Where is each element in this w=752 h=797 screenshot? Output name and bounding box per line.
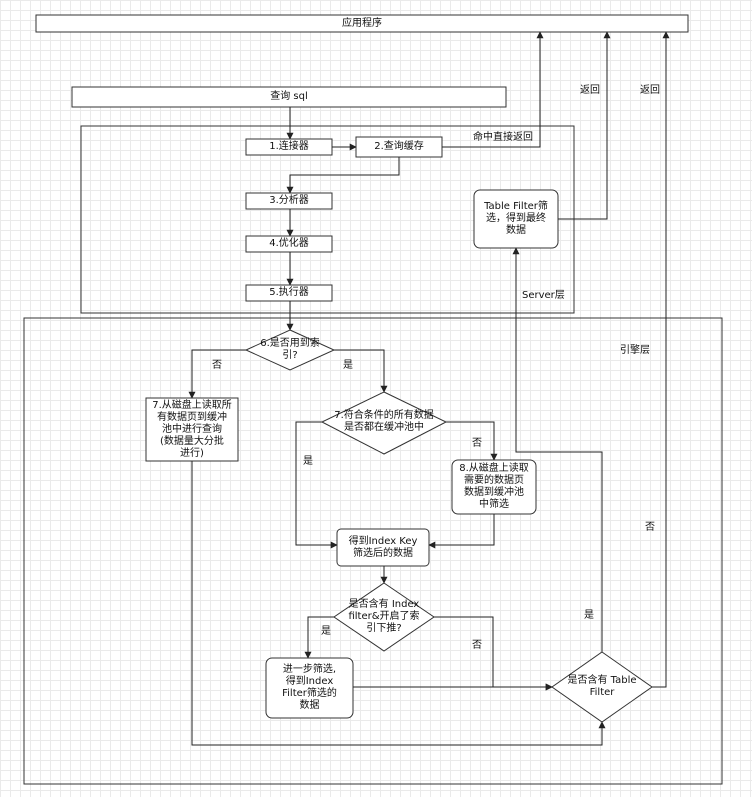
return-label-1: 返回: [580, 85, 600, 96]
edge-index-yes: [334, 349, 388, 393]
read-all-pages-label: 7.从磁盘上读取所 有数据页到缓冲 池中进行查询 (数据量大分批 进行): [152, 399, 232, 459]
index-key-filtered-label: 得到Index Key 筛选后的数据: [348, 535, 418, 559]
analyzer-label: 3.分析器: [269, 195, 309, 206]
server-layer-label: Server层: [522, 290, 565, 301]
further-filter-label: 进一步筛选, 得到Index Filter筛选的 数据: [282, 664, 337, 711]
app-title: 应用程序: [342, 17, 382, 29]
optimizer-label: 4.优化器: [269, 238, 309, 249]
edge-index-no: [188, 349, 246, 399]
edge-label-no-tablefilter: 否: [645, 522, 655, 533]
all-in-buffer-label: 7.符合条件的所有数据 是否都在缓冲池中: [334, 410, 434, 433]
edge-label-yes-pushdown: 是: [321, 626, 331, 637]
edge-buffer-yes: [295, 421, 338, 549]
table-filter-result-label: Table Filter筛 选，得到最终 数据: [484, 201, 548, 236]
edge-readall-to-tablefilter: [191, 461, 606, 746]
edge-tablefilter-yes: [512, 247, 603, 652]
engine-layer-label: 引擎层: [620, 345, 650, 356]
uses-index-decision: [244, 329, 336, 371]
app-box: [35, 14, 689, 33]
edge-needed-to-indexkey: [428, 514, 495, 549]
edge-cache-to-analyzer: [286, 157, 400, 194]
query-sql-label: 查询 sql: [270, 91, 308, 102]
edge-buffer-no: [446, 421, 498, 461]
uses-index-label: 6.是否用到索 引?: [260, 338, 320, 361]
edge-pushdown-no: [434, 616, 553, 691]
has-table-filter-label: 是否含有 Table Filter: [567, 675, 637, 698]
edge-pushdown-yes: [304, 616, 334, 659]
cache-hit-return-label: 命中直接返回: [473, 132, 533, 143]
all-in-buffer-decision: [320, 391, 448, 455]
query-sql-box: [71, 86, 507, 108]
edge-table-filter-return: [558, 31, 611, 220]
query-cache-label: 2.查询缓存: [374, 141, 424, 152]
engine-layer-container: [23, 317, 723, 785]
read-needed-pages-label: 8.从磁盘上读取 需要的数据页 数据到缓冲池 中筛选: [459, 463, 529, 510]
edge-label-yes-tablefilter: 是: [584, 610, 594, 621]
return-label-2: 返回: [640, 85, 660, 96]
edge-label-no-buffer: 否: [472, 438, 482, 449]
edge-label-no-pushdown: 否: [472, 640, 482, 651]
edge-label-yes-index: 是: [343, 360, 353, 371]
index-filter-pushdown-label: 是否含有 Index filter&开启了索 引下推?: [348, 599, 420, 634]
connector-label: 1.连接器: [269, 141, 309, 152]
edge-label-no-index: 否: [212, 360, 222, 371]
edge-label-yes-buffer: 是: [303, 456, 313, 467]
executor-label: 5.执行器: [269, 287, 309, 298]
edge-cache-hit-return: [442, 31, 544, 148]
edge-tablefilter-no-return: [652, 31, 670, 688]
index-filter-pushdown-decision: [333, 582, 435, 652]
